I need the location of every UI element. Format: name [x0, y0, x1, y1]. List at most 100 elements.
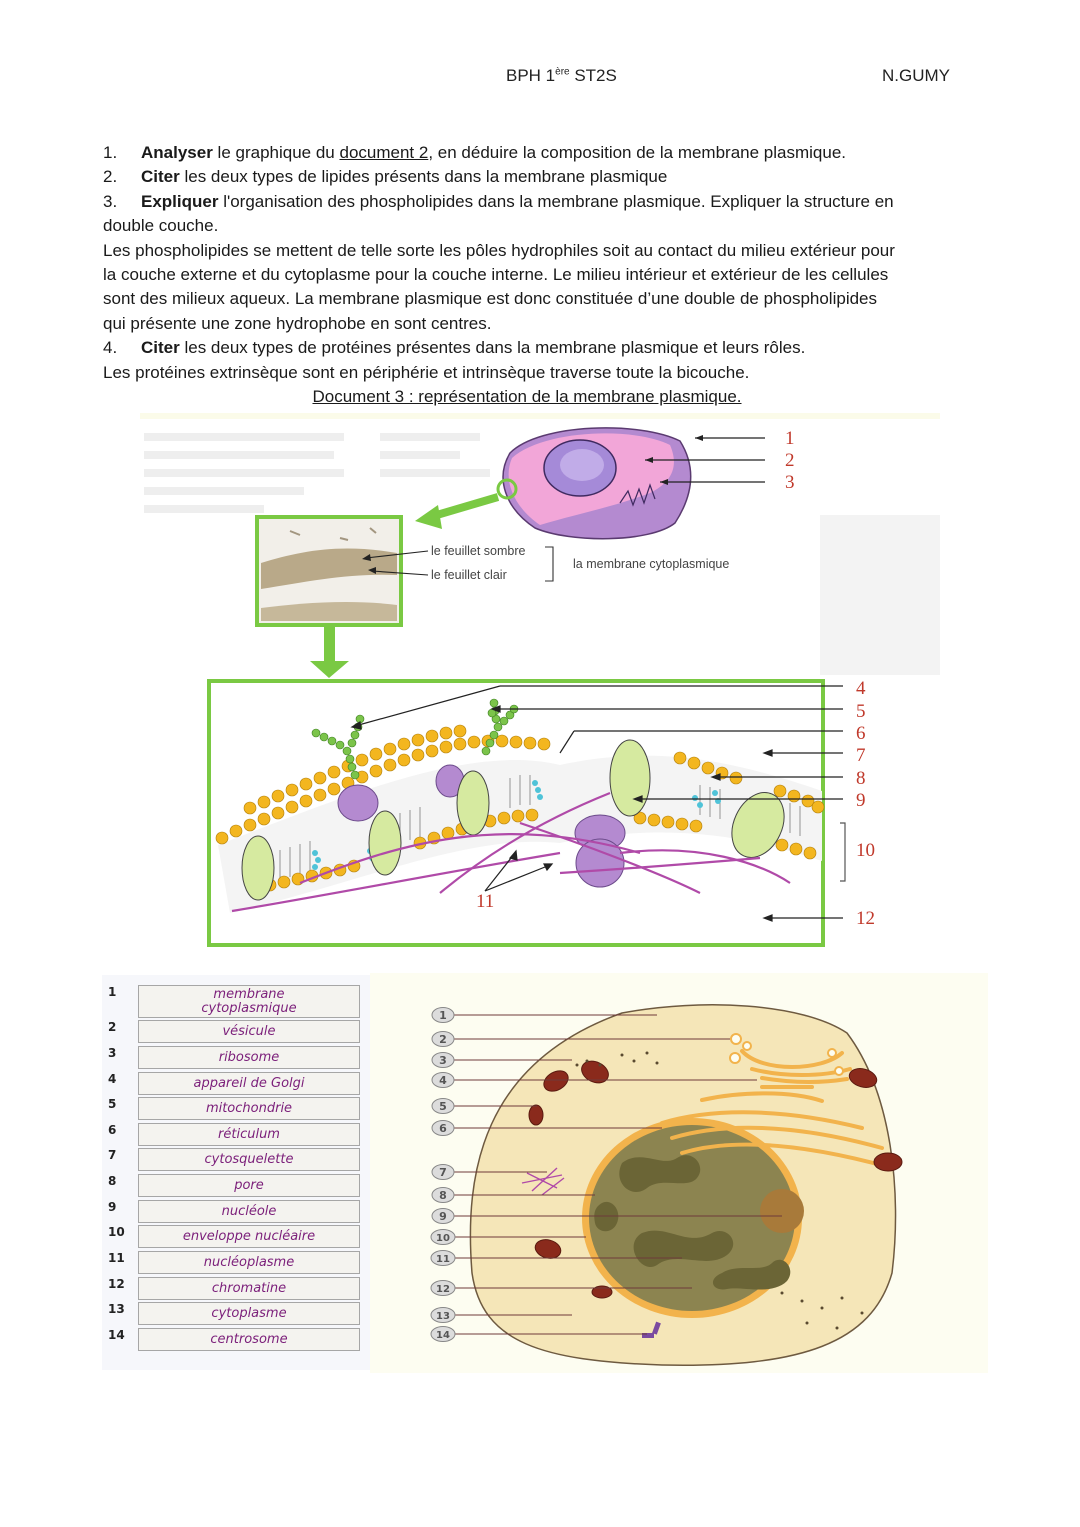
svg-text:5: 5	[439, 1100, 447, 1113]
membrane-label-11: 11	[476, 891, 494, 912]
legend-number: 1	[108, 985, 117, 999]
document-2-link[interactable]: document 2	[339, 143, 429, 162]
legend-number: 2	[108, 1020, 117, 1034]
svg-text:12: 12	[436, 1284, 450, 1295]
question-verb: Citer	[141, 167, 180, 187]
legend-label-line: membrane	[213, 987, 285, 1002]
faded-background-text	[144, 433, 940, 675]
cell-callout-circles: 1 2 3 4 5 6 7 8 9 10 11 12 13 14	[430, 1007, 456, 1342]
zoom-circle	[496, 478, 518, 500]
legend-cell: mitochondrie	[138, 1097, 360, 1120]
question-number: 4.	[103, 338, 118, 358]
callout-11: 11	[430, 1250, 456, 1266]
svg-text:8: 8	[439, 1189, 447, 1202]
callout-7: 7	[431, 1164, 455, 1180]
svg-text:9: 9	[439, 1210, 447, 1223]
integral-protein	[241, 835, 275, 901]
legend-number: 12	[108, 1277, 125, 1291]
answer-3-line: Les phospholipides se mettent de telle s…	[103, 240, 895, 260]
legend-number: 3	[108, 1046, 117, 1060]
svg-text:3: 3	[439, 1054, 447, 1067]
legend-number: 14	[108, 1328, 125, 1342]
header-course-text: BPH 1	[506, 66, 556, 85]
question-3-continuation: double couche.	[103, 216, 219, 236]
legend-number: 6	[108, 1123, 117, 1137]
header-author: N.GUMY	[882, 66, 950, 85]
question-text: les deux types de lipides présents dans …	[179, 167, 668, 187]
membrane-label-4: 4	[856, 678, 866, 699]
legend-number: 5	[108, 1097, 117, 1111]
question-block: 1.Analyser le graphique du document 2, e…	[103, 141, 951, 409]
animal-cell-figure: 1 2 3 4 5 6 7 8 9 10 11 12 13 14	[370, 973, 988, 1373]
label-feuillet-sombre: le feuillet sombre	[431, 544, 526, 558]
membrane-label-12: 12	[856, 908, 875, 929]
question-4: 4. Citer les deux types de protéines prés…	[103, 336, 951, 360]
membrane-label-5: 5	[856, 701, 866, 722]
cell-label-1: 1	[785, 428, 795, 449]
cell-callouts	[645, 435, 765, 485]
callout-5: 5	[431, 1098, 455, 1114]
header-course-sup: ère	[555, 66, 570, 78]
question-2: 2. Citer les deux types de lipides présen…	[103, 165, 951, 189]
question-text: l'organisation des phospholipides dans l…	[218, 191, 894, 211]
svg-text:2: 2	[439, 1033, 447, 1046]
legend-cell: appareil de Golgi	[138, 1072, 360, 1095]
membrane-figure: 1 2 3 le feuillet sombre le feuillet cla…	[140, 413, 940, 947]
green-arrow-diagonal	[415, 493, 500, 529]
svg-text:11: 11	[436, 1254, 450, 1265]
membrane-model	[215, 698, 825, 913]
question-3: 3.Expliquer l'organisation des phospholi…	[103, 190, 951, 214]
reticulum	[660, 1091, 894, 1170]
callout-1: 1	[431, 1007, 455, 1023]
legend-cell: vésicule	[138, 1020, 360, 1043]
legend-number: 13	[108, 1302, 125, 1316]
label-membrane-cytoplasmique: la membrane cytoplasmique	[573, 557, 729, 571]
answer-4: Les protéines extrinsèque sont en périph…	[103, 362, 750, 382]
legend-cell: centrosome	[138, 1328, 360, 1351]
centrosome	[642, 1321, 661, 1338]
mitochondria	[528, 1060, 903, 1299]
legend-number: 10	[108, 1225, 125, 1239]
svg-text:4: 4	[439, 1074, 447, 1087]
callout-9: 9	[431, 1208, 455, 1224]
cell-label-2: 2	[785, 450, 795, 471]
legend-cell: enveloppe nucléaire	[138, 1225, 360, 1248]
callout-13: 13	[430, 1307, 456, 1323]
label-feuillet-clair: le feuillet clair	[431, 568, 507, 582]
nucleolus	[760, 1189, 804, 1233]
question-verb: Analyser	[141, 143, 213, 162]
question-text: les deux types de protéines présentes da…	[179, 338, 806, 358]
callout-10: 10	[430, 1229, 456, 1245]
membrane-label-9: 9	[856, 790, 866, 811]
svg-text:14: 14	[436, 1330, 450, 1341]
question-number: 1.	[103, 143, 118, 162]
question-1: 1.Analyser le graphique du document 2, e…	[103, 141, 951, 165]
cell-callout-lines	[454, 1014, 782, 1335]
membrane-callouts	[350, 685, 846, 922]
legend-cell: réticulum	[138, 1123, 360, 1146]
callout-6: 6	[431, 1120, 455, 1136]
header-course-suffix: ST2S	[569, 66, 617, 85]
membrane-label-6: 6	[856, 723, 866, 744]
answer-3-line: la couche externe et du cytoplasme pour …	[103, 265, 889, 285]
legend-number: 9	[108, 1200, 117, 1214]
membrane-label-7: 7	[856, 745, 866, 766]
cell-illustration	[496, 427, 692, 540]
legend-cell: chromatine	[138, 1277, 360, 1300]
svg-text:7: 7	[439, 1166, 447, 1179]
legend-number: 4	[108, 1072, 117, 1086]
question-text: , en déduire la composition de la membra…	[428, 143, 847, 162]
micrograph-callouts	[362, 546, 554, 582]
legend-cell: pore	[138, 1174, 360, 1197]
document-3-title: Document 3 : représentation de la membra…	[312, 387, 742, 407]
question-verb: Citer	[141, 338, 180, 358]
header-course: BPH 1ère ST2S	[506, 66, 617, 86]
question-number: 2.	[103, 167, 118, 187]
question-number: 3.	[103, 191, 118, 211]
svg-text:1: 1	[439, 1009, 447, 1022]
svg-text:6: 6	[439, 1122, 447, 1135]
callout-3: 3	[431, 1052, 455, 1068]
membrane-label-10: 10	[856, 840, 875, 861]
svg-text:13: 13	[436, 1311, 450, 1322]
